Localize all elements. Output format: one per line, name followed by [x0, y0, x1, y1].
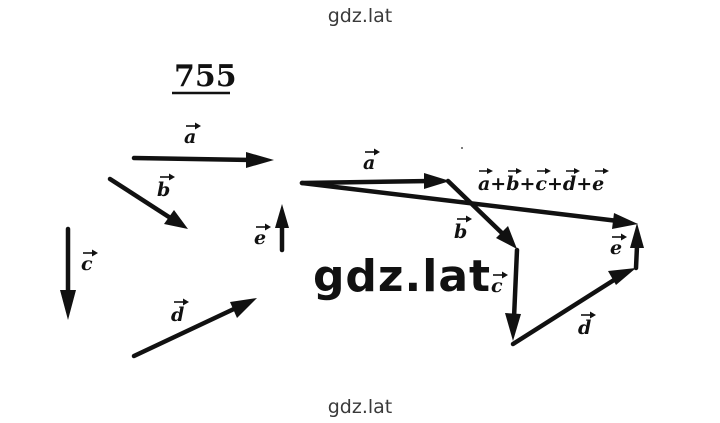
scan-speck	[461, 147, 463, 149]
chain-vector-e	[630, 223, 644, 271]
label-c: c	[81, 249, 98, 275]
watermark-center: gdz.lat	[313, 251, 491, 302]
vector-b	[107, 176, 188, 229]
svg-text:d: d	[171, 304, 184, 326]
chain-label-b: b	[454, 215, 472, 243]
vector-a	[131, 152, 274, 168]
chain-vector-c	[505, 247, 521, 341]
chain-label-c: c	[491, 271, 508, 297]
vector-e	[275, 204, 289, 253]
label-a: a	[184, 122, 201, 148]
svg-text:c: c	[491, 275, 503, 297]
svg-text:d: d	[578, 317, 591, 339]
svg-text:c: c	[81, 253, 93, 275]
label-d: d	[171, 298, 189, 326]
chain-vector-sum	[299, 180, 638, 229]
svg-text:a: a	[363, 152, 375, 174]
label-e: e	[254, 223, 271, 249]
problem-number: 755	[174, 59, 237, 94]
watermark-top: gdz.lat	[328, 5, 393, 27]
svg-text:b: b	[454, 221, 467, 243]
chain-label-e: e	[610, 233, 627, 259]
chain-vector-b	[445, 178, 517, 249]
chain-label-d: d	[578, 311, 596, 339]
chain-label-a: a	[363, 148, 380, 174]
svg-text:a+b+c+d+e: a+b+c+d+e	[478, 173, 604, 195]
watermark-bottom: gdz.lat	[328, 396, 393, 418]
chain-vector-a	[299, 173, 450, 189]
vector-d	[131, 298, 257, 359]
svg-text:a: a	[184, 126, 196, 148]
sum-label: a+b+c+d+e	[478, 168, 609, 195]
label-b: b	[157, 173, 175, 201]
svg-text:e: e	[254, 227, 266, 249]
sum-label-arrows	[479, 168, 609, 174]
svg-text:b: b	[157, 179, 170, 201]
vector-c	[60, 226, 76, 320]
svg-text:e: e	[610, 237, 622, 259]
chain-vector-d	[510, 268, 636, 347]
